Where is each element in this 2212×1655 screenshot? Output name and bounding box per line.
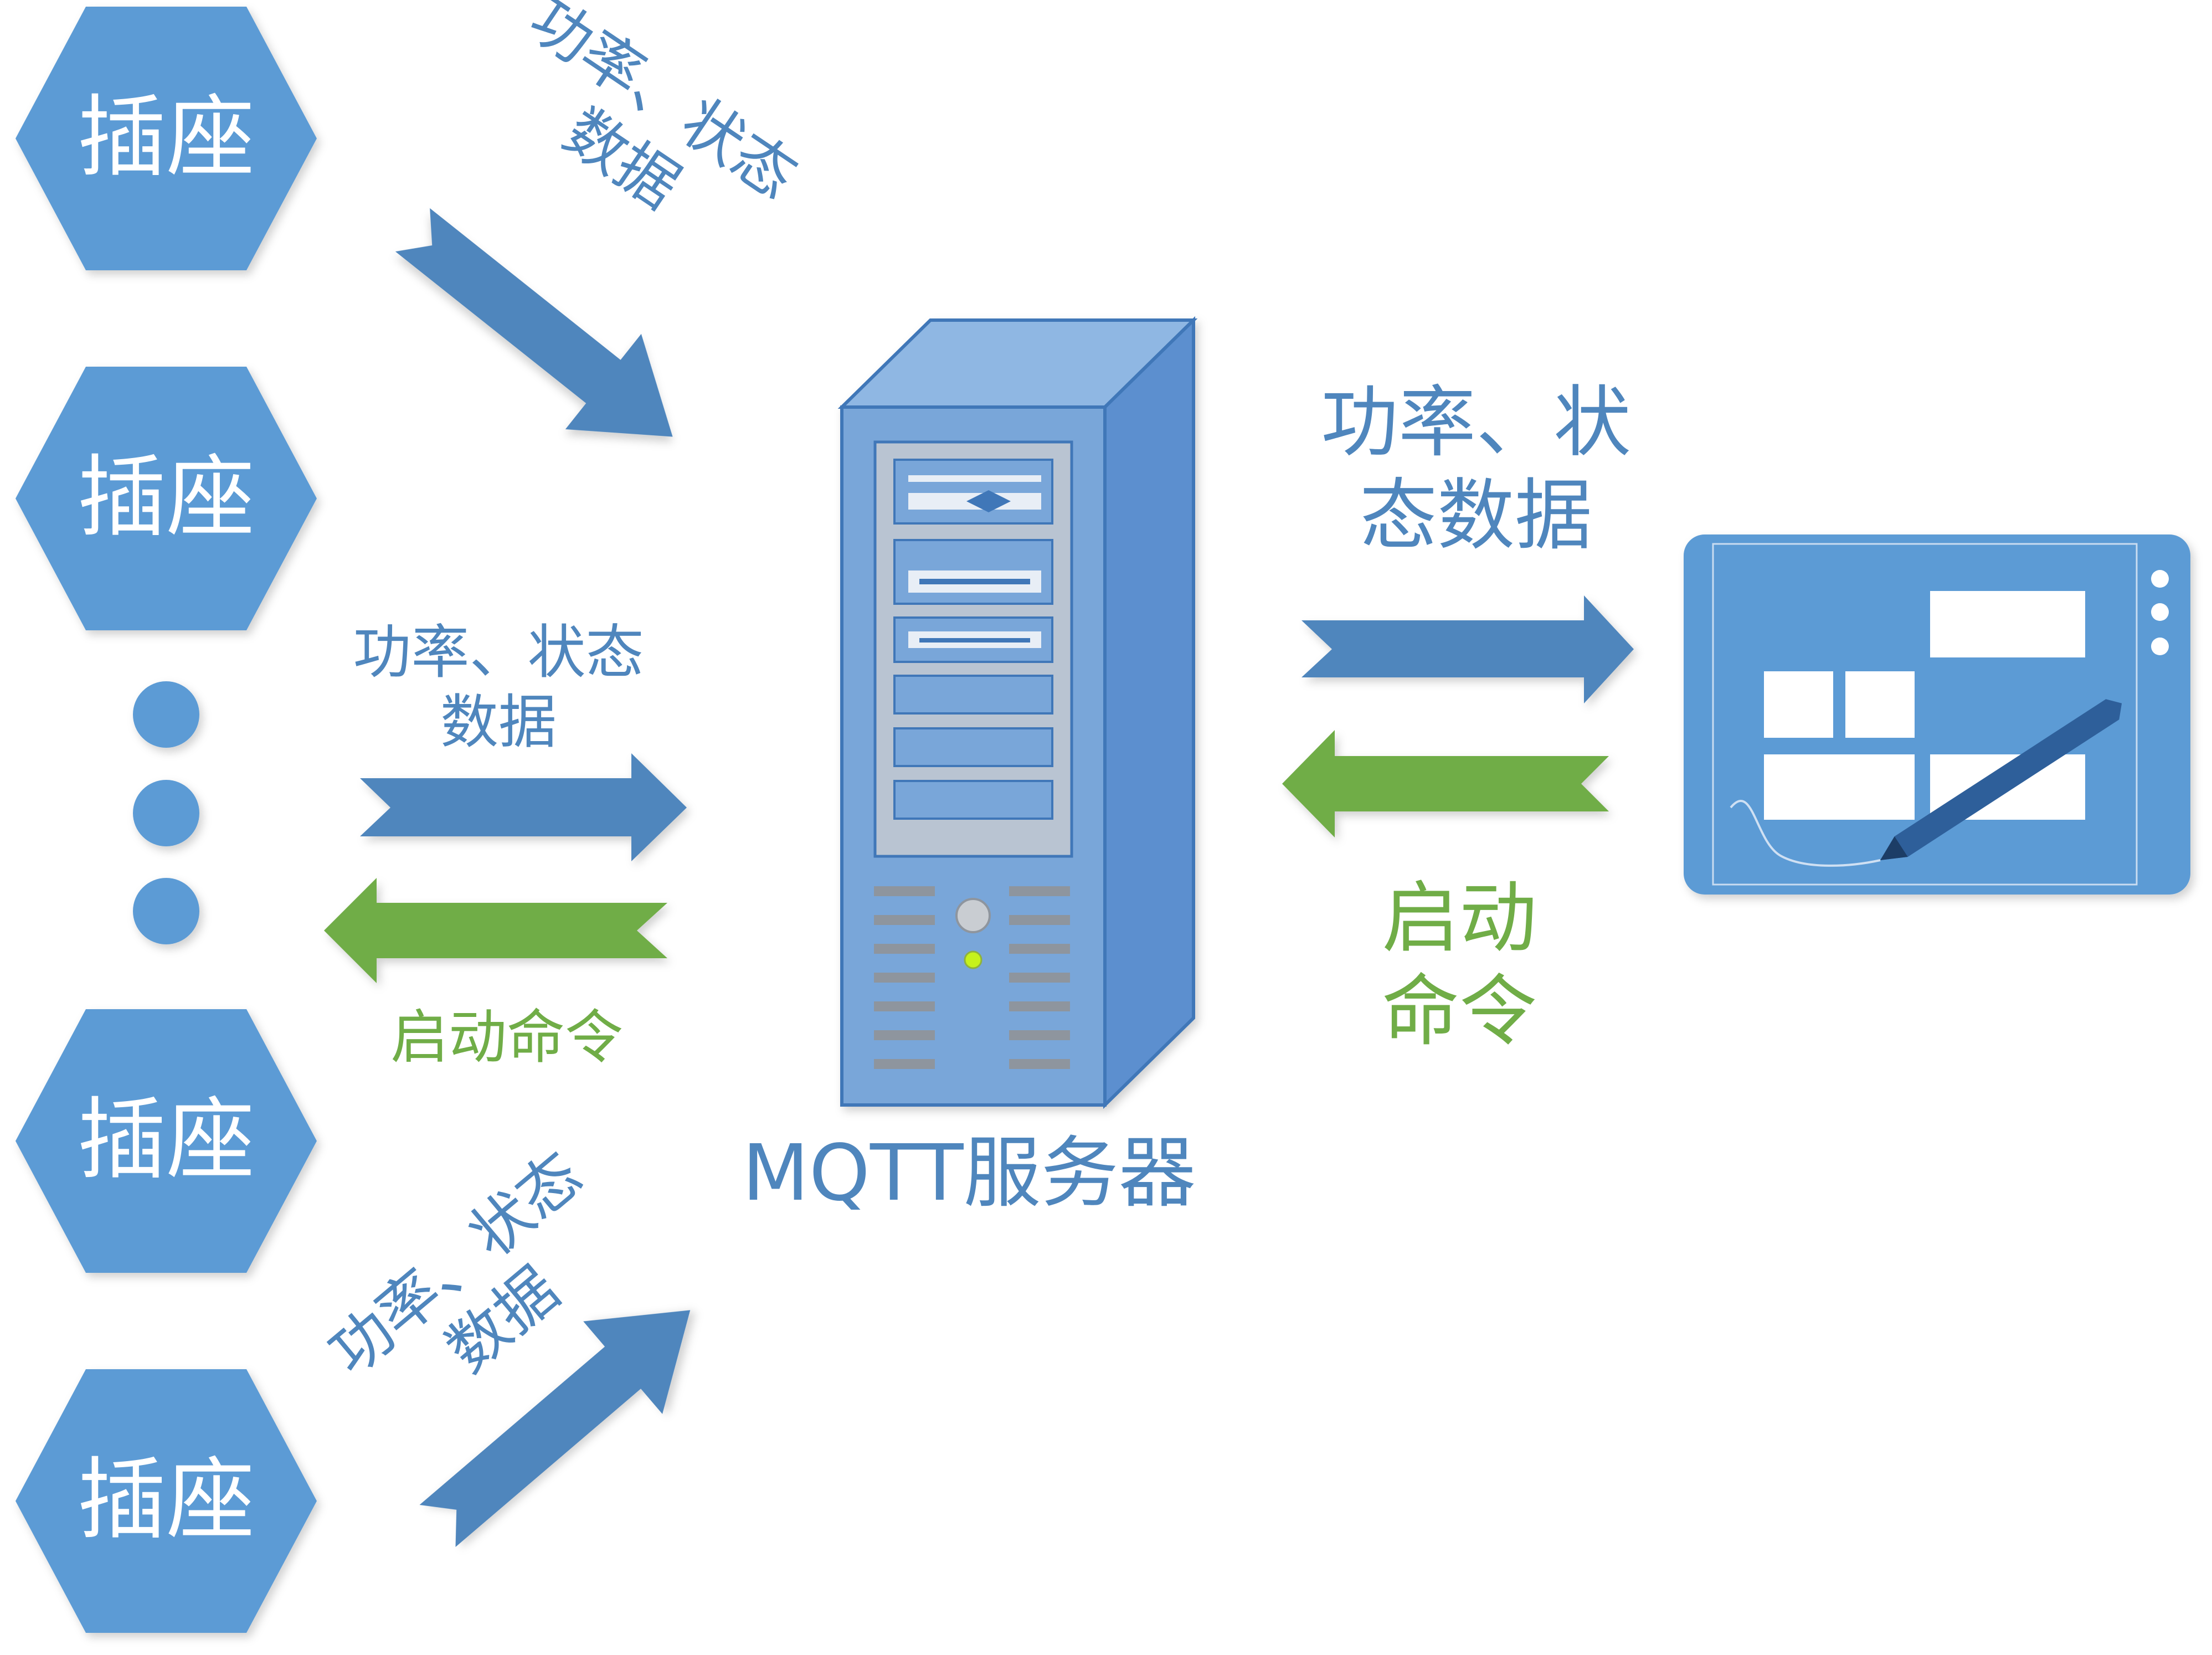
label-middle-line1: 功率、状态 — [353, 619, 644, 686]
command-arrow-right — [1282, 730, 1609, 837]
socket-hexagon-1 — [16, 7, 317, 270]
ellipsis-dot-1 — [133, 681, 199, 748]
label-right-line2: 态数据 — [1359, 471, 1592, 561]
ellipsis-dot-2 — [133, 780, 199, 846]
label-middle-line2: 数据 — [440, 688, 557, 756]
socket-label-3: 插座 — [77, 1088, 255, 1191]
socket-hexagon-2 — [16, 367, 317, 630]
socket-label-4: 插座 — [77, 1448, 255, 1551]
label-right-data: 功率、状 态数据 — [1290, 377, 1661, 563]
socket-hexagon-4 — [16, 1369, 317, 1633]
label-middle-command: 启动命令 — [390, 1004, 624, 1071]
server-tower-icon — [837, 316, 1198, 1109]
server-label: MQTT服务器 — [742, 1128, 1196, 1219]
label-right-line1: 功率、状 — [1320, 378, 1631, 468]
label-middle-data: 功率、状态 数据 — [327, 618, 670, 757]
tablet-stylus-icon — [1684, 534, 2190, 895]
command-arrow-middle — [324, 878, 667, 983]
data-arrow-bottom — [419, 1310, 691, 1548]
data-arrow-right — [1302, 595, 1634, 703]
label-right-cmd-line2: 命令 — [1381, 967, 1537, 1057]
socket-label-2: 插座 — [77, 445, 255, 549]
data-arrow-middle — [360, 753, 687, 861]
socket-hexagon-3 — [16, 1009, 317, 1273]
ellipsis-dot-3 — [133, 878, 199, 944]
socket-label-1: 插座 — [77, 85, 255, 189]
data-arrow-top — [395, 208, 673, 437]
label-right-command: 启动 命令 — [1346, 872, 1573, 1058]
label-right-cmd-line1: 启动 — [1381, 873, 1537, 964]
